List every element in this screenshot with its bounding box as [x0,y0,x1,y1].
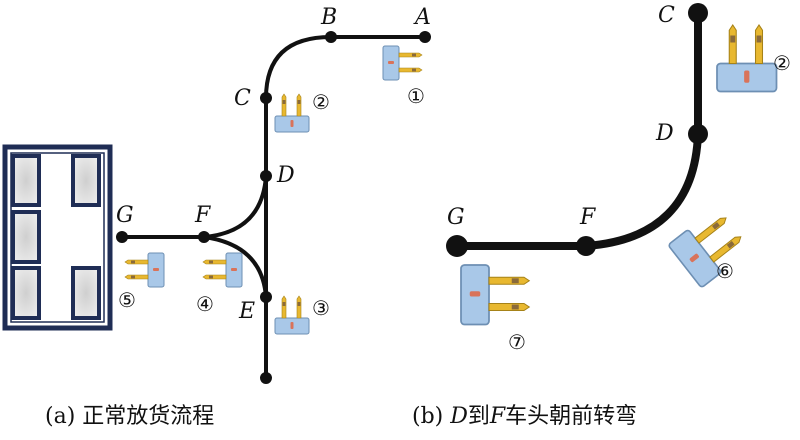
node-label-f-b: F [579,205,596,230]
node-label-c: C [234,86,251,111]
node-c-b [688,3,708,23]
figure-b: C D F G ② ⑥ ⑦ [446,3,791,354]
rack-cell [71,154,101,207]
rack-cell [11,210,41,264]
step-label-6-b: ⑥ [716,259,734,283]
figure-a: A B C D E F G ① ② ③ ④ ⑤ [2,5,431,384]
path-f-to-e [203,235,268,298]
step-label-3: ③ [312,296,330,320]
caption-a: (a) 正常放货流程 [45,398,214,430]
node-g [116,231,128,243]
node-label-a: A [413,5,431,30]
path-d-to-f-b [585,133,702,250]
path-d-to-f [203,175,268,239]
forklift-5 [124,252,165,288]
node-c [260,92,272,104]
node-d [260,170,272,182]
rack-cell [71,266,101,320]
node-label-e: E [238,299,255,324]
caption-a-text: 正常放货流程 [82,404,215,429]
node-a [419,31,431,43]
step-label-2-b: ② [773,51,791,75]
step-label-5: ⑤ [118,288,136,312]
caption-b-prefix: (b) [412,404,444,429]
node-label-d: D [276,163,295,188]
caption-b-text: 车头朝前转弯 [505,404,638,429]
node-label-d-b: D [655,121,674,146]
rack-cell [11,266,41,320]
node-label-g: G [116,203,134,228]
node-d-b [688,124,708,144]
path-network-a [122,35,425,378]
path-network-b [457,13,702,250]
forklift-1 [382,45,423,81]
forklift-6-b [667,205,752,289]
path-b-to-c [264,35,332,99]
forklift-4 [202,252,243,288]
node-e [260,291,272,303]
node-label-f: F [194,203,211,228]
node-f [198,231,210,243]
node-f-b [576,236,596,256]
node-b [325,31,337,43]
step-label-2: ② [312,90,330,114]
caption-b: (b) D到F车头朝前转弯 [412,398,637,430]
node-label-g-b: G [447,205,465,230]
step-label-1: ① [407,84,425,108]
forklift-3 [274,295,310,335]
node-g-b [446,235,468,257]
step-label-4: ④ [196,292,214,316]
forklift-2-b [716,24,778,93]
rack-cell [11,154,41,207]
forklift-2 [274,93,310,133]
caption-b-mid: 到 [467,404,490,429]
node-label-b: B [320,5,337,30]
storage-rack [2,144,113,331]
node-label-c-b: C [658,3,675,28]
caption-a-prefix: (a) [45,404,76,429]
caption-b-node-1: D [450,404,468,429]
forklift-7-b [460,264,531,326]
step-label-7-b: ⑦ [508,330,526,354]
node-end [260,372,272,384]
caption-b-node-2: F [489,404,506,429]
